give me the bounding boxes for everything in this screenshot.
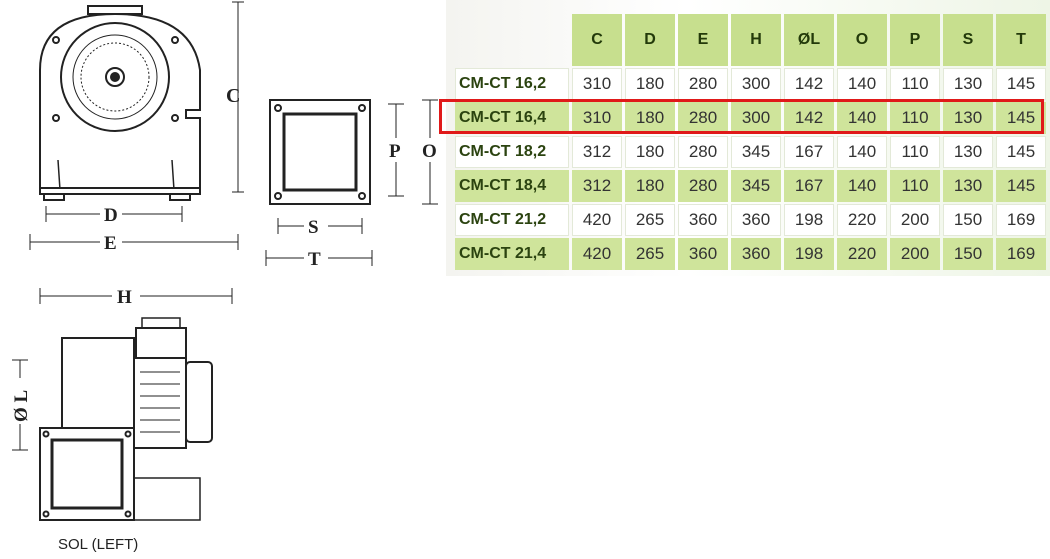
cell-p: 110 [890, 68, 940, 100]
cell-t: 145 [996, 170, 1046, 202]
header-s: S [943, 14, 993, 66]
cell-e: 280 [678, 68, 728, 100]
cell-s: 150 [943, 238, 993, 270]
cell-h: 345 [731, 136, 781, 168]
header-t: T [996, 14, 1046, 66]
model-name: CM-CT 18,4 [455, 170, 569, 202]
cell-c: 420 [572, 238, 622, 270]
table-row: CM-CT 16,2 310 180 280 300 142 140 110 1… [455, 68, 1046, 100]
cell-p: 200 [890, 204, 940, 236]
cell-c: 310 [572, 68, 622, 100]
label-h: H [117, 287, 132, 308]
cell-l: 198 [784, 204, 834, 236]
cell-c: 420 [572, 204, 622, 236]
cell-p: 110 [890, 102, 940, 134]
cell-d: 180 [625, 136, 675, 168]
cell-l: 142 [784, 102, 834, 134]
side-view-drawing [12, 288, 233, 521]
cell-o: 140 [837, 68, 887, 100]
cell-c: 312 [572, 170, 622, 202]
cell-e: 360 [678, 238, 728, 270]
cell-o: 140 [837, 136, 887, 168]
cell-t: 169 [996, 204, 1046, 236]
cell-l: 142 [784, 68, 834, 100]
technical-drawings: C D E P O S T [11, 1, 438, 521]
table-row: CM-CT 18,2 312 180 280 345 167 140 110 1… [455, 136, 1046, 168]
cell-l: 198 [784, 238, 834, 270]
label-d: D [104, 205, 118, 226]
cell-s: 150 [943, 204, 993, 236]
table-row: CM-CT 21,2 420 265 360 360 198 220 200 1… [455, 204, 1046, 236]
cell-o: 140 [837, 102, 887, 134]
cell-l: 167 [784, 136, 834, 168]
header-l: ØL [784, 14, 834, 66]
header-c: C [572, 14, 622, 66]
label-s: S [308, 217, 319, 238]
cell-t: 169 [996, 238, 1046, 270]
header-o: O [837, 14, 887, 66]
cell-o: 220 [837, 204, 887, 236]
dimension-table-panel: C D E H ØL O P S T CM-CT 16,2 310 180 28… [446, 0, 1050, 276]
label-o: O [422, 141, 437, 162]
table-header-row: C D E H ØL O P S T [455, 14, 1046, 66]
cell-s: 130 [943, 170, 993, 202]
label-p: P [389, 141, 401, 162]
header-h: H [731, 14, 781, 66]
cell-e: 280 [678, 170, 728, 202]
label-l: Ø L [11, 390, 32, 422]
label-t: T [308, 249, 321, 270]
dimension-table: C D E H ØL O P S T CM-CT 16,2 310 180 28… [452, 12, 1049, 272]
cell-o: 220 [837, 238, 887, 270]
cell-p: 200 [890, 238, 940, 270]
cell-t: 145 [996, 136, 1046, 168]
model-name: CM-CT 18,2 [455, 136, 569, 168]
model-name: CM-CT 16,4 [455, 102, 569, 134]
view-caption: SOL (LEFT) [58, 536, 139, 553]
cell-s: 130 [943, 102, 993, 134]
cell-d: 180 [625, 68, 675, 100]
cell-p: 110 [890, 170, 940, 202]
header-e: E [678, 14, 728, 66]
flange-view-drawing [265, 99, 438, 266]
cell-p: 110 [890, 136, 940, 168]
cell-o: 140 [837, 170, 887, 202]
model-name: CM-CT 16,2 [455, 68, 569, 100]
cell-d: 265 [625, 238, 675, 270]
label-e: E [104, 233, 117, 254]
table-row: CM-CT 21,4 420 265 360 360 198 220 200 1… [455, 238, 1046, 270]
model-name: CM-CT 21,4 [455, 238, 569, 270]
cell-d: 265 [625, 204, 675, 236]
cell-h: 300 [731, 68, 781, 100]
cell-c: 310 [572, 102, 622, 134]
cell-s: 130 [943, 136, 993, 168]
cell-e: 360 [678, 204, 728, 236]
cell-h: 360 [731, 204, 781, 236]
header-corner [455, 14, 569, 66]
cell-h: 300 [731, 102, 781, 134]
cell-l: 167 [784, 170, 834, 202]
header-d: D [625, 14, 675, 66]
table-row-highlighted: CM-CT 16,4 310 180 280 300 142 140 110 1… [455, 102, 1046, 134]
model-name: CM-CT 21,2 [455, 204, 569, 236]
cell-h: 345 [731, 170, 781, 202]
cell-e: 280 [678, 136, 728, 168]
cell-d: 180 [625, 102, 675, 134]
cell-t: 145 [996, 102, 1046, 134]
header-p: P [890, 14, 940, 66]
highlight-box [439, 99, 1044, 134]
cell-t: 145 [996, 68, 1046, 100]
table-row: CM-CT 18,4 312 180 280 345 167 140 110 1… [455, 170, 1046, 202]
cell-c: 312 [572, 136, 622, 168]
cell-e: 280 [678, 102, 728, 134]
cell-h: 360 [731, 238, 781, 270]
cell-s: 130 [943, 68, 993, 100]
front-view-drawing [29, 1, 244, 250]
label-c: C [226, 85, 240, 107]
cell-d: 180 [625, 170, 675, 202]
